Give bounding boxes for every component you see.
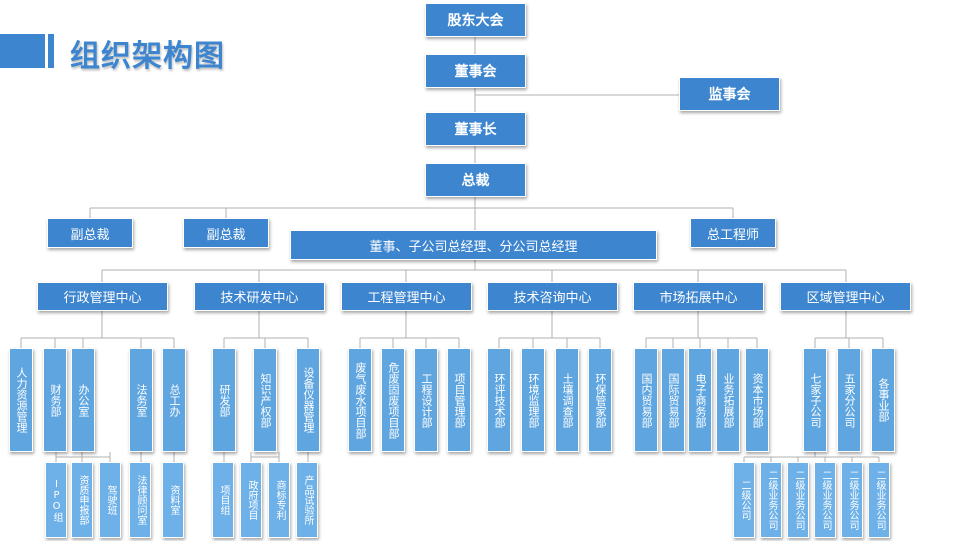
node-dept: 办公室 [71,348,95,452]
node-dept: 国内贸易部 [634,348,658,452]
node-dept: 国际贸易部 [661,348,685,452]
node-dept: 设备仪器管理 [296,348,320,452]
node-dept: 环保管家部 [588,348,612,452]
node-dept: 法务室 [129,348,153,452]
node-center-market: 市场拓展中心 [633,282,764,311]
node-dept: 环评技术部 [487,348,511,452]
node-subunit: 政府项目 [240,462,262,538]
node-subunit: 资质申报部 [71,462,93,538]
node-center-engineering: 工程管理中心 [341,282,472,311]
node-subunit: 资料室 [162,462,184,538]
node-subunit: 二级公司 [733,462,755,538]
node-general-managers: 董事、子公司总经理、分公司总经理 [290,230,657,260]
node-center-consulting: 技术咨询中心 [487,282,618,311]
node-subunit: IPO组 [45,462,67,538]
node-vp-2: 副总裁 [183,218,269,248]
node-subunit: 二级业务公司 [868,462,890,538]
node-dept: 财务部 [43,348,67,452]
node-subunit: 二级业务公司 [814,462,836,538]
node-subunit: 二级业务公司 [760,462,782,538]
node-subunit: 商标专利 [268,462,290,538]
node-dept: 知识产权部 [253,348,277,452]
node-subunit: 二级业务公司 [787,462,809,538]
node-dept: 业务拓展部 [716,348,740,452]
node-dept: 总工办 [162,348,186,452]
node-center-admin: 行政管理中心 [37,282,168,311]
node-shareholders: 股东大会 [425,3,526,37]
node-dept: 五家分公司 [837,348,861,452]
node-vp-1: 副总裁 [47,218,133,248]
node-center-rnd: 技术研发中心 [194,282,325,311]
node-subunit: 二级业务公司 [841,462,863,538]
node-dept: 资本市场部 [745,348,769,452]
node-chief-engineer: 总工程师 [690,218,776,248]
node-dept: 七家子公司 [803,348,827,452]
node-president: 总裁 [425,163,526,197]
node-dept: 人力资源管理 [9,348,33,452]
node-dept: 危废固废项目部 [381,348,405,452]
node-supervisors: 监事会 [679,77,780,111]
node-dept: 工程设计部 [414,348,438,452]
node-dept: 研发部 [212,348,236,452]
node-subunit: 驾驶班 [99,462,121,538]
page-title: 组织架构图 [70,39,225,74]
node-subunit: 项目组 [212,462,234,538]
title-accent-stripe [48,34,54,68]
node-dept: 电子商务部 [688,348,712,452]
node-dept: 土壤调查部 [555,348,579,452]
node-subunit: 法律顾问室 [129,462,151,538]
node-subunit: 产品试验所 [296,462,318,538]
node-chairman: 董事长 [425,112,526,146]
node-dept: 废气废水项目部 [348,348,372,452]
node-dept: 项目管理部 [447,348,471,452]
title-accent-bar [0,34,45,68]
node-center-regional: 区域管理中心 [780,282,911,311]
node-dept: 各事业部 [871,348,895,452]
node-dept: 环境监理部 [521,348,545,452]
node-board: 董事会 [425,54,526,88]
